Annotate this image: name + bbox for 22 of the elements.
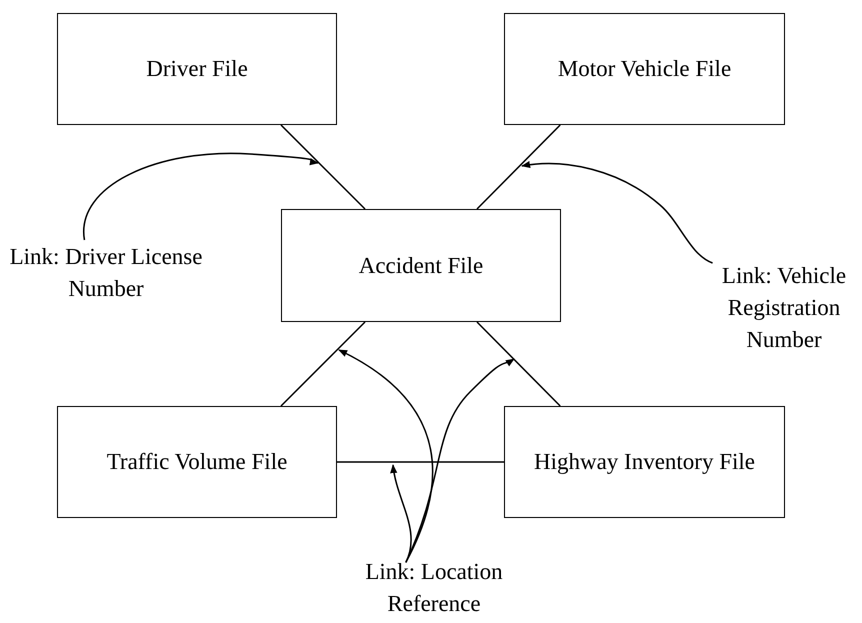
file-name: Highway Inventory File bbox=[534, 448, 755, 476]
link-line bbox=[476, 124, 561, 210]
file-box bbox=[57, 13, 337, 125]
file-box bbox=[504, 406, 785, 518]
leader-line bbox=[338, 349, 434, 563]
file-box bbox=[504, 13, 785, 125]
leader-line bbox=[521, 161, 713, 264]
file-box bbox=[281, 209, 561, 322]
link-line bbox=[337, 461, 504, 463]
link-line bbox=[476, 321, 561, 407]
link-label: Link: Location Reference bbox=[364, 558, 504, 618]
link-label: Link: Driver License Number bbox=[8, 243, 204, 303]
leader-line bbox=[83, 152, 319, 240]
file-box bbox=[57, 406, 337, 518]
link-line bbox=[280, 124, 366, 210]
file-name: Driver File bbox=[146, 55, 248, 84]
link-line bbox=[280, 321, 366, 407]
file-name: Traffic Volume File bbox=[106, 448, 288, 476]
leader-line bbox=[390, 464, 412, 563]
file-name: Accident File bbox=[358, 252, 484, 280]
file-name: Motor Vehicle File bbox=[558, 55, 732, 84]
link-label: Link: Vehicle Registration Number bbox=[720, 262, 848, 354]
